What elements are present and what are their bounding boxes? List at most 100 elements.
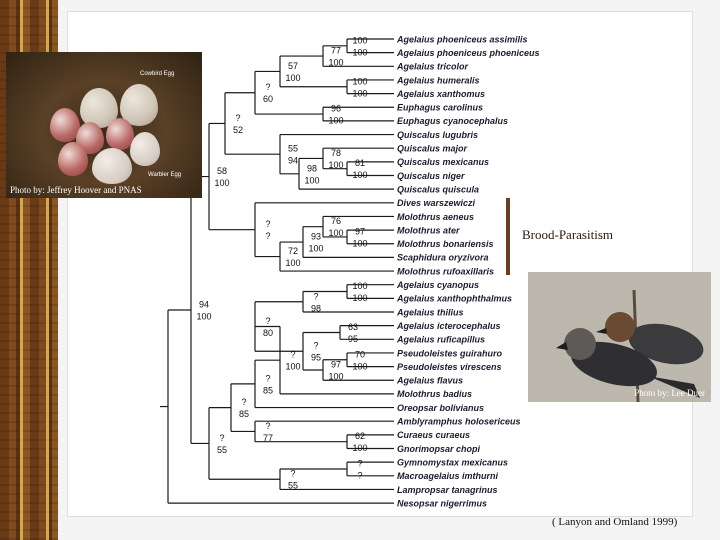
support-bottom-value: ? xyxy=(357,470,362,480)
support-bottom-value: 60 xyxy=(263,94,273,104)
support-top-value: 100 xyxy=(352,281,367,291)
support-bottom-value: 100 xyxy=(328,160,343,170)
cowbird-photo: Photo by: Lee Duer xyxy=(528,272,711,402)
support-bottom-value: 100 xyxy=(352,170,367,180)
support-top-value: ? xyxy=(313,291,318,301)
species-label: Oreopsar bolivianus xyxy=(397,403,484,413)
support-top-value: 62 xyxy=(355,431,365,441)
support-bottom-value: 100 xyxy=(352,88,367,98)
species-label: Agelaius icterocephalus xyxy=(396,321,501,331)
species-label: Agelaius tricolor xyxy=(396,62,469,72)
support-bottom-value: 100 xyxy=(308,244,323,254)
species-label: Quiscalus major xyxy=(397,144,468,154)
support-bottom-value: 77 xyxy=(263,433,273,443)
support-bottom-value: 80 xyxy=(263,328,273,338)
support-bottom-value: 95 xyxy=(311,353,321,363)
support-top-value: 97 xyxy=(331,360,341,370)
support-top-value: ? xyxy=(241,397,246,407)
cowbird-illustration xyxy=(528,272,711,402)
support-top-value: ? xyxy=(265,421,270,431)
support-bottom-value: 55 xyxy=(288,481,298,491)
nest-photo: Cowbird Egg Warbler Egg Photo by: Jeffre… xyxy=(6,52,202,198)
support-bottom-value: 52 xyxy=(233,125,243,135)
support-bottom-value: 94 xyxy=(288,156,298,166)
support-top-value: ? xyxy=(265,82,270,92)
support-top-value: ? xyxy=(265,373,270,383)
support-top-value: 100 xyxy=(352,35,367,45)
support-top-value: ? xyxy=(219,433,224,443)
species-label: Agelaius xanthomus xyxy=(396,89,485,99)
tree-labels: 100 100 77 100 100 100 57 100 96 100? 60 81 100 78 100… xyxy=(196,34,539,508)
species-label: Agelaius flavus xyxy=(396,376,463,386)
species-label: Quiscalus lugubris xyxy=(397,130,478,140)
support-top-value: 93 xyxy=(311,232,321,242)
warbler-egg-label: Warbler Egg xyxy=(148,172,182,178)
species-label: Agelaius xanthophthalmus xyxy=(396,294,512,304)
support-top-value: 58 xyxy=(217,166,227,176)
support-bottom-value: 85 xyxy=(263,385,273,395)
support-top-value: ? xyxy=(357,458,362,468)
citation: ( Lanyon and Omland 1999) xyxy=(552,516,678,528)
support-top-value: 70 xyxy=(355,349,365,359)
species-label: Molothrus bonariensis xyxy=(397,239,494,249)
support-bottom-value: 100 xyxy=(352,361,367,371)
wood-trim-right xyxy=(46,0,49,540)
egg xyxy=(106,118,134,150)
species-label: Amblyramphus holosericeus xyxy=(396,417,521,427)
species-label: Molothrus badius xyxy=(397,389,472,399)
support-top-value: 81 xyxy=(355,158,365,168)
support-bottom-value: 100 xyxy=(196,312,211,322)
species-label: Molothrus rufoaxillaris xyxy=(397,266,494,276)
support-top-value: 96 xyxy=(331,104,341,114)
species-label: Quiscalus mexicanus xyxy=(397,157,489,167)
species-label: Molothrus aeneus xyxy=(397,212,474,222)
brood-parasitism-label: Brood-Parasitism xyxy=(522,227,613,242)
species-label: Nesopsar nigerrimus xyxy=(397,498,487,508)
brood-parasitism-bracket xyxy=(506,198,510,275)
support-bottom-value: ? xyxy=(265,231,270,241)
support-top-value: 55 xyxy=(288,144,298,154)
support-top-value: ? xyxy=(265,219,270,229)
species-label: Euphagus carolinus xyxy=(397,103,483,113)
species-label: Agelaius cyanopus xyxy=(396,280,479,290)
support-bottom-value: 100 xyxy=(285,362,300,372)
support-top-value: 57 xyxy=(288,61,298,71)
support-bottom-value: 85 xyxy=(239,409,249,419)
species-label: Curaeus curaeus xyxy=(397,430,470,440)
species-label: Gymnomystax mexicanus xyxy=(397,457,508,467)
support-bottom-value: 100 xyxy=(328,228,343,238)
support-top-value: ? xyxy=(313,341,318,351)
species-label: Pseudoleistes virescens xyxy=(397,362,502,372)
egg xyxy=(50,108,80,142)
species-label: Scaphidura oryzivora xyxy=(397,253,489,263)
support-bottom-value: 100 xyxy=(328,372,343,382)
support-top-value: ? xyxy=(290,469,295,479)
species-label: Quiscalus niger xyxy=(397,171,465,181)
warbler-egg xyxy=(130,132,160,166)
species-label: Agelaius ruficapillus xyxy=(396,335,485,345)
egg xyxy=(92,148,132,184)
support-top-value: ? xyxy=(235,113,240,123)
support-top-value: 63 xyxy=(348,322,358,332)
support-bottom-value: 100 xyxy=(328,58,343,68)
support-top-value: 94 xyxy=(199,300,209,310)
egg xyxy=(58,142,88,176)
species-label: Agelaius thilius xyxy=(396,307,464,317)
wood-trim-left xyxy=(20,0,23,540)
species-label: Agelaius phoeniceus assimilis xyxy=(396,34,528,44)
support-bottom-value: 100 xyxy=(352,238,367,248)
support-bottom-value: 100 xyxy=(352,293,367,303)
support-top-value: 77 xyxy=(331,46,341,56)
bird-photo-credit: Photo by: Lee Duer xyxy=(634,388,705,398)
species-label: Pseudoleistes guirahuro xyxy=(397,348,503,358)
support-top-value: 72 xyxy=(288,246,298,256)
support-top-value: 100 xyxy=(352,76,367,86)
species-label: Agelaius humeralis xyxy=(396,75,480,85)
support-top-value: 98 xyxy=(307,163,317,173)
support-bottom-value: 100 xyxy=(285,258,300,268)
support-top-value: 78 xyxy=(331,148,341,158)
support-bottom-value: 100 xyxy=(304,175,319,185)
support-bottom-value: 95 xyxy=(348,334,358,344)
support-top-value: ? xyxy=(290,350,295,360)
